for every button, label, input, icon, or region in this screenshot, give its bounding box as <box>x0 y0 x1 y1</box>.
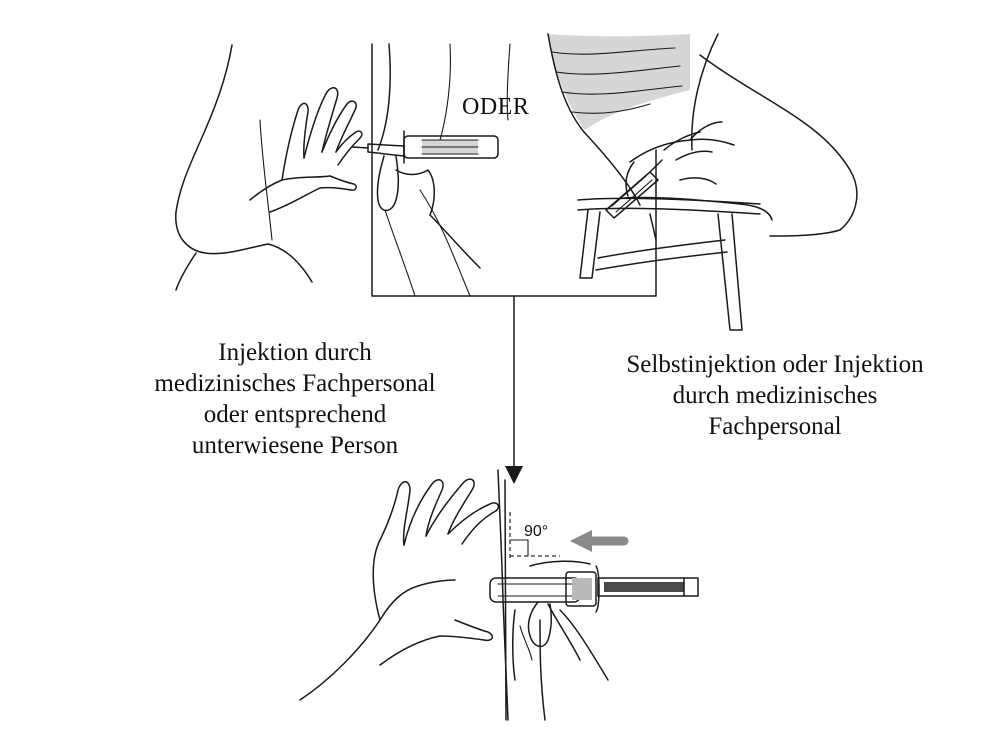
injecting-hand-icon <box>513 561 608 720</box>
right-caption: Selbstinjektion oder Injektion durch med… <box>585 349 965 442</box>
stool-icon <box>578 198 760 330</box>
syringe-icon <box>352 131 498 268</box>
buttock-injection-figure <box>176 44 390 290</box>
right-hand-syringe-icon <box>606 122 734 218</box>
syringe-close-icon <box>490 566 698 612</box>
arrow-left-icon <box>570 530 624 552</box>
right-angle-icon: 90° <box>510 512 560 558</box>
thigh-injection-figure <box>548 34 857 236</box>
oder-label: ODER <box>462 93 529 121</box>
left-caption-text: Injektion durch medizinisches Fachperson… <box>100 337 490 461</box>
left-caption: Injektion durch medizinisches Fachperson… <box>100 337 490 461</box>
injection-angle-figure <box>498 470 508 720</box>
right-caption-text: Selbstinjektion oder Injektion durch med… <box>585 349 965 442</box>
stretching-hand-icon <box>300 479 498 700</box>
arrow-down-icon <box>505 296 523 484</box>
angle-label: 90° <box>524 523 548 540</box>
